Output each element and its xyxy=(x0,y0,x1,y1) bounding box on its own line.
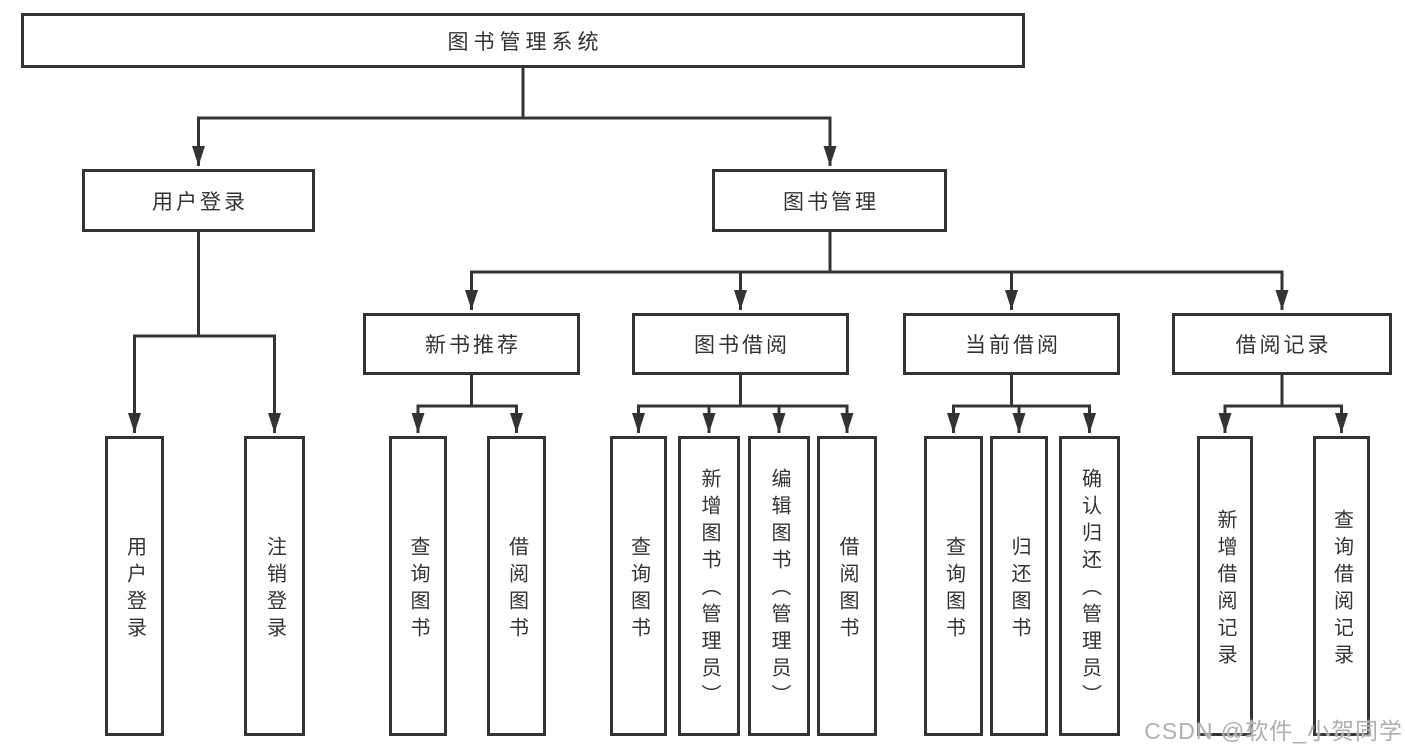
node-new-book-recommendation: 新书推荐 xyxy=(363,313,580,375)
connector-book-management-trunk xyxy=(470,232,1284,274)
node-root-system: 图书管理系统 xyxy=(21,13,1025,68)
leaf-br-query-record: 查询借阅记录 xyxy=(1313,436,1370,736)
leaf-cb-return-books: 归还图书 xyxy=(990,436,1048,736)
leaf-nbr-borrow-books: 借阅图书 xyxy=(487,436,546,736)
connector-current-borrow-trunk xyxy=(952,375,1091,408)
connector-new-book-rec-trunk xyxy=(416,375,518,408)
node-user-login: 用户登录 xyxy=(82,169,315,232)
leaf-bb-edit-books-admin: 编辑图书（管理员） xyxy=(748,436,810,736)
leaf-br-add-record: 新增借阅记录 xyxy=(1197,436,1253,736)
connector-root-trunk xyxy=(197,68,832,120)
node-borrowing-record: 借阅记录 xyxy=(1172,313,1392,375)
leaf-nbr-query-books: 查询图书 xyxy=(389,436,447,736)
leaf-user-login: 用户登录 xyxy=(105,436,164,736)
leaf-bb-borrow-books: 借阅图书 xyxy=(817,436,877,736)
node-book-management: 图书管理 xyxy=(712,169,947,232)
leaf-cb-query-books: 查询图书 xyxy=(924,436,983,736)
leaf-logout: 注销登录 xyxy=(244,436,305,736)
node-book-borrowing: 图书借阅 xyxy=(632,313,849,375)
node-current-borrowing: 当前借阅 xyxy=(903,313,1120,375)
connector-book-borrow-trunk xyxy=(637,375,849,408)
leaf-bb-query-books: 查询图书 xyxy=(610,436,667,736)
leaf-cb-confirm-return-admin: 确认归还（管理员） xyxy=(1059,436,1120,736)
connector-user-login-trunk xyxy=(133,232,276,338)
leaf-bb-add-books-admin: 新增图书（管理员） xyxy=(678,436,740,736)
connector-borrow-record-trunk xyxy=(1223,375,1343,408)
